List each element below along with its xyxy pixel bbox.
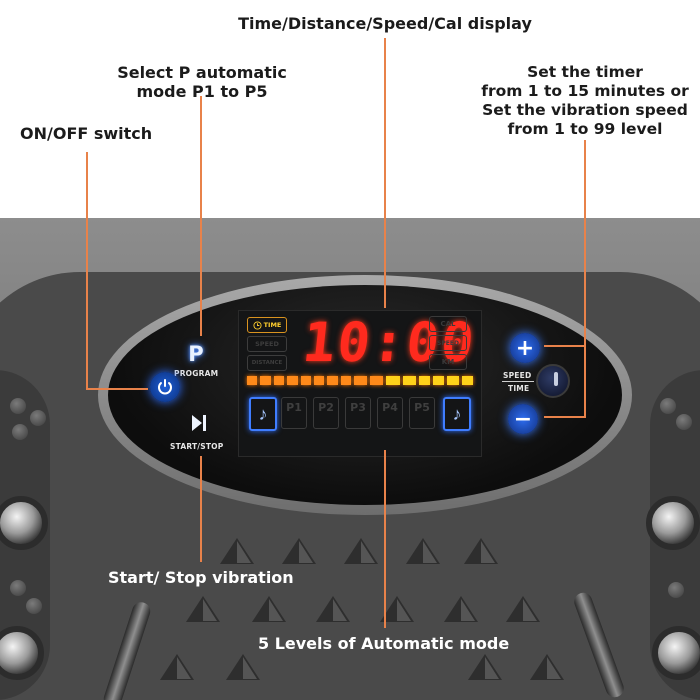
anti-slip-pyramid bbox=[160, 654, 194, 680]
speed-indicator: SPEED bbox=[247, 336, 287, 352]
minus-button[interactable]: − bbox=[508, 404, 538, 434]
program-p1: P1 bbox=[281, 397, 307, 429]
program-callout-line1: Select P automatic bbox=[117, 63, 287, 82]
level-bar-segment bbox=[461, 376, 474, 385]
massage-stud bbox=[676, 414, 692, 430]
level-bar-segment bbox=[273, 376, 285, 385]
program-label: PROGRAM bbox=[174, 369, 219, 378]
anti-slip-pyramid bbox=[530, 654, 564, 680]
timer-leader-minus bbox=[544, 416, 586, 418]
level-bar-segment bbox=[433, 376, 445, 385]
cal-indicator: CAL bbox=[429, 316, 467, 332]
music-icon-left: ♪ bbox=[249, 397, 277, 431]
timer-callout-line3: Set the vibration speed bbox=[482, 101, 688, 119]
anti-slip-pyramid bbox=[316, 596, 350, 622]
plus-button[interactable]: + bbox=[510, 333, 540, 363]
anti-slip-pyramid bbox=[344, 538, 378, 564]
display-callout: Time/Distance/Speed/Cal display bbox=[238, 14, 532, 33]
timer-callout-line1: Set the timer bbox=[527, 63, 643, 81]
chrome-massage-ball bbox=[646, 496, 700, 550]
level-bar-segment bbox=[386, 376, 400, 385]
program-callout-line2: mode P1 to P5 bbox=[136, 82, 268, 101]
level-bar-segment bbox=[327, 376, 338, 385]
speed-right-label: SPEED bbox=[437, 339, 459, 347]
program-p2: P2 bbox=[313, 397, 339, 429]
play-pause-icon bbox=[192, 415, 206, 431]
levels-callout: 5 Levels of Automatic mode bbox=[258, 634, 510, 653]
start-stop-button[interactable] bbox=[185, 410, 211, 436]
anti-slip-pyramid bbox=[444, 596, 478, 622]
lcd-display: TIME SPEED DISTANCE 10:00 CAL SPEED KM ♪… bbox=[238, 310, 482, 457]
level-bar-segment bbox=[300, 376, 311, 385]
level-bar-segment bbox=[340, 376, 351, 385]
music-icon-right: ♪ bbox=[443, 397, 471, 431]
speed-time-toggle[interactable] bbox=[536, 364, 570, 398]
level-bar-segment bbox=[402, 376, 416, 385]
massage-stud bbox=[668, 582, 684, 598]
program-callout: Select P automatic mode P1 to P5 bbox=[102, 63, 302, 101]
speed-indicator-label: SPEED bbox=[255, 340, 279, 348]
anti-slip-pyramid bbox=[468, 654, 502, 680]
massage-stud bbox=[660, 398, 676, 414]
speed-indicator-right: SPEED bbox=[429, 335, 467, 351]
time-indicator: TIME bbox=[247, 317, 287, 333]
levels-leader bbox=[384, 450, 386, 628]
level-bar-segment bbox=[247, 376, 258, 385]
massage-stud bbox=[30, 410, 46, 426]
speed-level-bars bbox=[247, 373, 474, 385]
program-leader bbox=[200, 96, 202, 336]
anti-slip-pyramid bbox=[186, 596, 220, 622]
timer-callout-line2: from 1 to 15 minutes or bbox=[481, 82, 689, 100]
anti-slip-pyramid bbox=[506, 596, 540, 622]
start-stop-label: START/STOP bbox=[170, 442, 224, 451]
massage-stud bbox=[26, 598, 42, 614]
program-button[interactable]: P bbox=[188, 342, 204, 366]
level-bar-segment bbox=[260, 376, 271, 385]
km-indicator: KM bbox=[429, 354, 467, 370]
timer-callout-line4: from 1 to 99 level bbox=[507, 120, 663, 138]
time-indicator-label: TIME bbox=[263, 321, 282, 329]
massage-stud bbox=[12, 424, 28, 440]
anti-slip-pyramid bbox=[252, 596, 286, 622]
program-p3: P3 bbox=[345, 397, 371, 429]
level-bar-segment bbox=[287, 376, 298, 385]
power-icon bbox=[158, 379, 172, 395]
clock-icon bbox=[253, 320, 262, 330]
distance-indicator-label: DISTANCE bbox=[251, 360, 283, 366]
start-stop-callout: Start/ Stop vibration bbox=[108, 568, 294, 587]
chrome-massage-ball bbox=[0, 496, 48, 550]
level-bar-segment bbox=[418, 376, 431, 385]
speed-mode-label: SPEED bbox=[503, 371, 532, 380]
display-leader bbox=[384, 38, 386, 308]
anti-slip-pyramid bbox=[464, 538, 498, 564]
timer-leader-vertical bbox=[584, 140, 586, 418]
anti-slip-pyramid bbox=[406, 538, 440, 564]
level-bar-segment bbox=[370, 376, 384, 385]
level-bar-segment bbox=[447, 376, 459, 385]
anti-slip-pyramid bbox=[220, 538, 254, 564]
start-stop-leader bbox=[200, 456, 202, 562]
speed-time-divider bbox=[502, 381, 534, 382]
anti-slip-pyramid bbox=[226, 654, 260, 680]
massage-stud bbox=[10, 398, 26, 414]
timer-callout: Set the timer from 1 to 15 minutes or Se… bbox=[472, 63, 698, 139]
level-bar-segment bbox=[313, 376, 325, 385]
chrome-massage-ball bbox=[652, 626, 700, 680]
level-bar-segment bbox=[354, 376, 368, 385]
distance-indicator: DISTANCE bbox=[247, 355, 287, 371]
chrome-massage-ball bbox=[0, 626, 44, 680]
massage-stud bbox=[10, 580, 26, 596]
anti-slip-pyramid bbox=[282, 538, 316, 564]
power-callout: ON/OFF switch bbox=[20, 124, 153, 143]
power-leader-horizontal bbox=[86, 388, 148, 390]
program-p4: P4 bbox=[377, 397, 403, 429]
time-mode-label: TIME bbox=[508, 384, 530, 393]
timer-leader-plus bbox=[544, 345, 586, 347]
power-leader-vertical bbox=[86, 152, 88, 390]
program-p5: P5 bbox=[409, 397, 435, 429]
power-button[interactable] bbox=[150, 372, 180, 402]
